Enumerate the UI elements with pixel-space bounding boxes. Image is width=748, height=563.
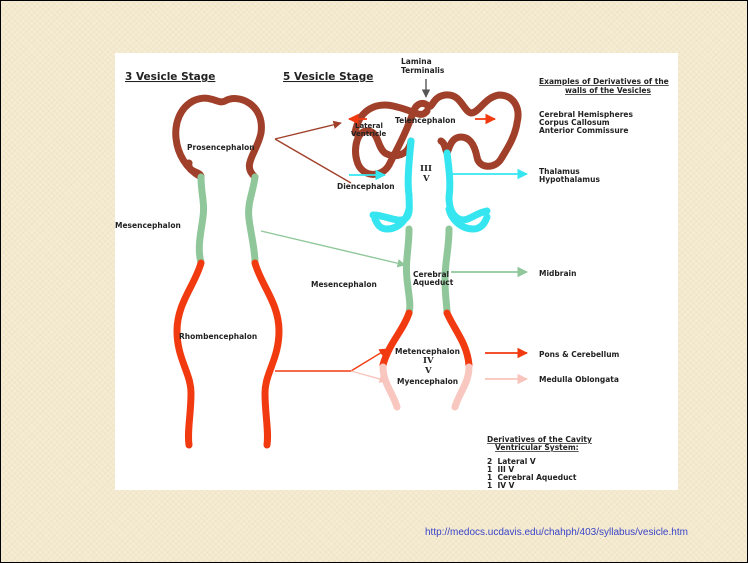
lateral-ventricle-label-2: Ventricle bbox=[351, 130, 387, 138]
fourth-ventricle-label-2: V bbox=[424, 366, 432, 376]
mesencephalon-mid-label: Mesencephalon bbox=[311, 280, 377, 289]
mesencephalon-wall-left-5 bbox=[406, 229, 409, 313]
cavity-item-4: 1 IV V bbox=[487, 481, 515, 490]
vesicle-diagram-figure: 3 Vesicle Stage 5 Vesicle Stage Lamina T… bbox=[115, 53, 678, 490]
lamina-label-1: Lamina bbox=[401, 57, 432, 66]
vesicle-diagram-svg: 3 Vesicle Stage 5 Vesicle Stage Lamina T… bbox=[115, 53, 678, 490]
third-ventricle-label-1: III bbox=[420, 164, 432, 174]
mesencephalon-wall-right bbox=[249, 177, 255, 263]
myencephalon-wall-right bbox=[455, 367, 469, 407]
mesencephalon-wall-left bbox=[199, 177, 203, 263]
fourth-ventricle-label-1: IV bbox=[423, 356, 434, 366]
three-vesicle-heading: 3 Vesicle Stage bbox=[125, 71, 215, 83]
prosencephalon-label: Prosencephalon bbox=[187, 143, 255, 152]
hypothalamus-label: Hypothalamus bbox=[539, 175, 600, 184]
myencephalon-wall-left bbox=[383, 367, 397, 407]
telencephalon-label: Telencephalon bbox=[395, 116, 456, 125]
lamina-label-2: Terminalis bbox=[401, 66, 445, 75]
five-vesicle-heading: 5 Vesicle Stage bbox=[283, 71, 373, 83]
prosencephalon-to-telencephalon-arrow bbox=[275, 123, 341, 139]
five-vesicle-tube bbox=[355, 95, 518, 407]
examples-heading-2: walls of the Vesicles bbox=[565, 86, 651, 95]
tel-derivative-3: Anterior Commissure bbox=[539, 126, 628, 135]
examples-heading-1: Examples of Derivatives of the bbox=[539, 77, 669, 86]
lateral-ventricle-label-1: Lateral bbox=[355, 122, 383, 130]
metencephalon-wall-left bbox=[383, 313, 409, 365]
third-ventricle-label-2: V bbox=[422, 174, 430, 184]
cavity-heading-2: Ventricular System: bbox=[495, 443, 579, 452]
metencephalon-label: Metencephalon bbox=[395, 347, 460, 356]
cerebral-aqueduct-label-2: Aqueduct bbox=[413, 278, 454, 287]
diencephalon-label: Diencephalon bbox=[337, 182, 395, 191]
metencephalon-wall-right bbox=[447, 313, 469, 365]
prosencephalon-to-diencephalon-arrow bbox=[275, 139, 351, 183]
mesencephalon-left-label: Mesencephalon bbox=[115, 221, 181, 230]
medulla-oblongata-label: Medulla Oblongata bbox=[539, 375, 619, 384]
source-url-link[interactable]: http://medocs.ucdavis.edu/chahph/403/syl… bbox=[425, 527, 688, 538]
rhombencephalon-wall-left bbox=[177, 263, 201, 445]
rhombencephalon-label: Rhombencephalon bbox=[179, 332, 257, 341]
midbrain-label: Midbrain bbox=[539, 269, 576, 278]
myencephalon-label: Myencephalon bbox=[397, 377, 458, 386]
rhombencephalon-wall-right bbox=[255, 263, 279, 445]
mesencephalon-to-mesencephalon-arrow bbox=[261, 231, 405, 265]
pons-cerebellum-label: Pons & Cerebellum bbox=[539, 350, 620, 359]
